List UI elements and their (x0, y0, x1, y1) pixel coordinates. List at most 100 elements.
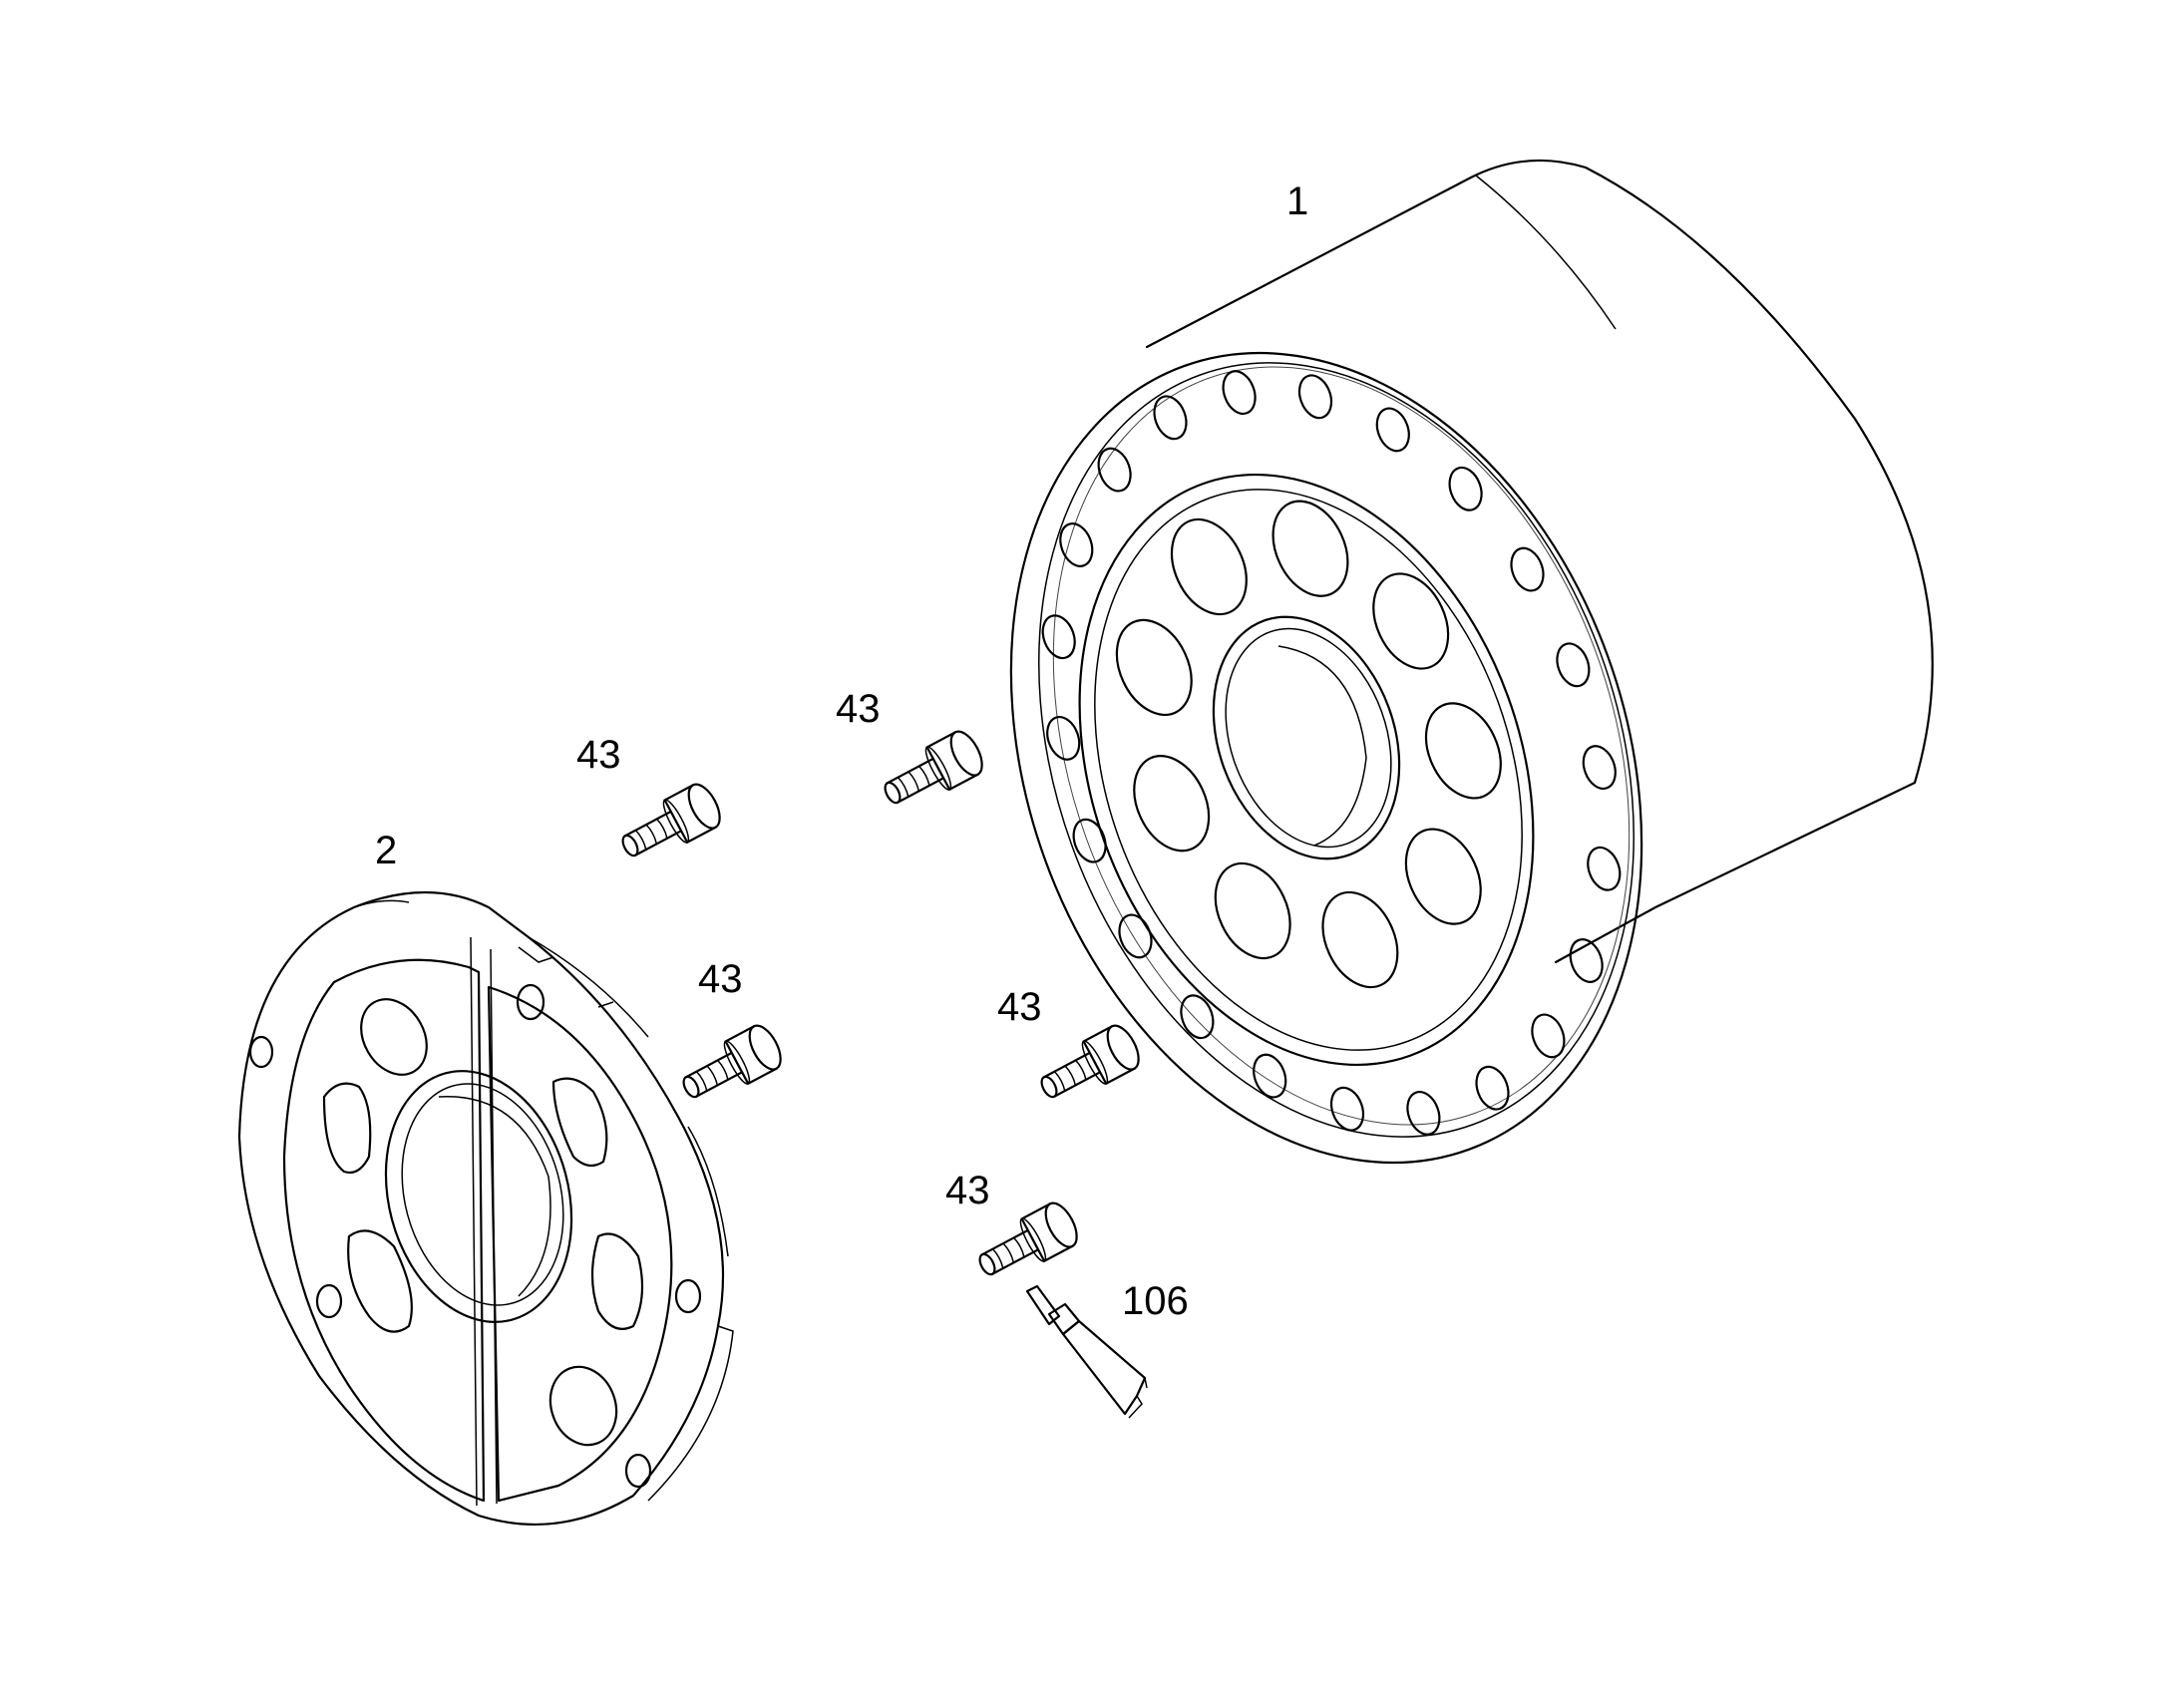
hub-port-hole (1424, 702, 1502, 800)
bolt-thread (897, 765, 930, 798)
bolt-shank-end (621, 834, 639, 857)
bolt-head-back (1019, 1217, 1047, 1262)
plate-hole-3 (315, 1283, 343, 1319)
hub-front-rim-inner (1038, 362, 1635, 1138)
plate-mount-holes (248, 983, 702, 1489)
bolt-shank-end (884, 781, 902, 805)
hub-bolt-hole (1329, 1086, 1365, 1132)
hub-bolt-hole (1059, 522, 1094, 567)
bolt (1040, 1024, 1140, 1099)
hub-port-hole (1170, 517, 1248, 616)
plate-split-groove (470, 936, 498, 1507)
callout-labels: 1 2 43 43 43 43 43 106 (375, 179, 1308, 1323)
bolt-shank-end (1040, 1075, 1058, 1099)
callout-label: 1 (1286, 179, 1308, 223)
part-sealant-tube (1025, 1284, 1148, 1419)
callout-label: 43 (997, 985, 1042, 1029)
hub-bolt-hole (1582, 745, 1617, 791)
tube-nozzle (1025, 1284, 1061, 1326)
hub-bolt-hole (1448, 466, 1483, 512)
hub-inner-ring-step (1094, 489, 1523, 1051)
hub-bolt-hole (1569, 938, 1604, 983)
hub-port-hole (1372, 572, 1450, 670)
callout-label: 43 (836, 687, 881, 731)
callout-label: 43 (945, 1169, 990, 1212)
hub-port-hole (1321, 890, 1399, 989)
bolt-head-back (662, 799, 690, 844)
bolt-head-back (1081, 1040, 1109, 1085)
hub-bolt-hole (1556, 642, 1591, 688)
bolt-thread (634, 818, 668, 851)
hub-bolt-hole (1531, 1013, 1566, 1059)
hub-front-rim-chamfer (1052, 366, 1631, 1126)
hub-bolt-hole (1118, 913, 1153, 959)
hub-bolt-hole (1153, 395, 1188, 441)
plate-center-bore (384, 1070, 573, 1323)
bolt-head-face (687, 783, 721, 830)
hub-bolt-hole (1406, 1090, 1441, 1136)
plate-hole-2 (248, 1035, 274, 1069)
hub-port-hole (1404, 828, 1482, 925)
hub-port-hole (1214, 861, 1291, 960)
hub-port-hole (1272, 500, 1349, 597)
hub-front-rim (1009, 351, 1643, 1165)
hub-bolt-hole (1587, 846, 1622, 891)
callout-label: 2 (375, 829, 397, 872)
plate-hole-1 (516, 983, 545, 1021)
hub-body-back-edge (1475, 174, 1617, 330)
bolt-shank-end (978, 1252, 996, 1276)
bolt-head-face (748, 1024, 782, 1071)
tube-crimp (1128, 1377, 1148, 1419)
bolt (978, 1201, 1078, 1276)
hub-bolt-hole (1180, 994, 1215, 1040)
plate-side-edge (353, 899, 734, 1502)
plate-hole-5 (624, 1453, 652, 1489)
bolt-shank-end (682, 1075, 700, 1099)
hub-center-bore-inner (1277, 645, 1367, 847)
bolt-head-back (723, 1040, 751, 1085)
callout-label: 43 (576, 733, 621, 777)
plate-port-1 (360, 998, 428, 1076)
bolt (682, 1024, 782, 1099)
hub-center-bore-lip (1225, 627, 1392, 849)
hub-bolt-hole (1041, 614, 1076, 660)
plate-hole-4 (674, 1278, 702, 1314)
part-end-plate (237, 890, 734, 1526)
bolt-head-back (924, 746, 952, 791)
hub-port-hole (1133, 755, 1211, 853)
bolt-head-face (1044, 1201, 1078, 1248)
hub-bolt-hole (1222, 370, 1257, 416)
callout-label: 106 (1122, 1279, 1189, 1323)
bolt-head-face (1106, 1024, 1140, 1071)
bolt-thread (695, 1059, 729, 1092)
tube-body (1061, 1319, 1147, 1416)
hub-bolt-hole (1297, 374, 1333, 420)
part-hub (1009, 159, 1934, 1165)
plate-port-2 (322, 1082, 372, 1175)
hub-inner-ring (1078, 474, 1535, 1066)
plate-port-5 (590, 1232, 644, 1330)
plate-center-bore-lip (401, 1083, 564, 1306)
hub-bolt-circle (1041, 370, 1622, 1136)
hub-bolt-hole (1475, 1065, 1510, 1111)
hub-outer-body (1145, 159, 1934, 964)
plate-step-edge (518, 946, 614, 1008)
hub-bolt-hole (1097, 447, 1132, 493)
plate-port-4 (551, 1077, 608, 1168)
plate-inner-land-right (487, 985, 673, 1503)
bolt-thread (1053, 1059, 1087, 1092)
plate-center-bore-inner (438, 1096, 551, 1297)
plate-outer-edge (237, 890, 725, 1526)
bolts (621, 730, 1140, 1276)
bolt (621, 783, 721, 857)
hub-port-hole (1115, 618, 1193, 717)
hub-bolt-hole (1375, 407, 1410, 453)
hub-bolt-hole (1046, 715, 1081, 761)
plate-kidney-ports (322, 998, 644, 1447)
bolt (884, 730, 983, 805)
hub-bolt-hole (1072, 818, 1107, 863)
hub-bolt-hole (1510, 546, 1545, 592)
plate-port-6 (548, 1365, 618, 1447)
hub-port-circle (1115, 500, 1502, 989)
